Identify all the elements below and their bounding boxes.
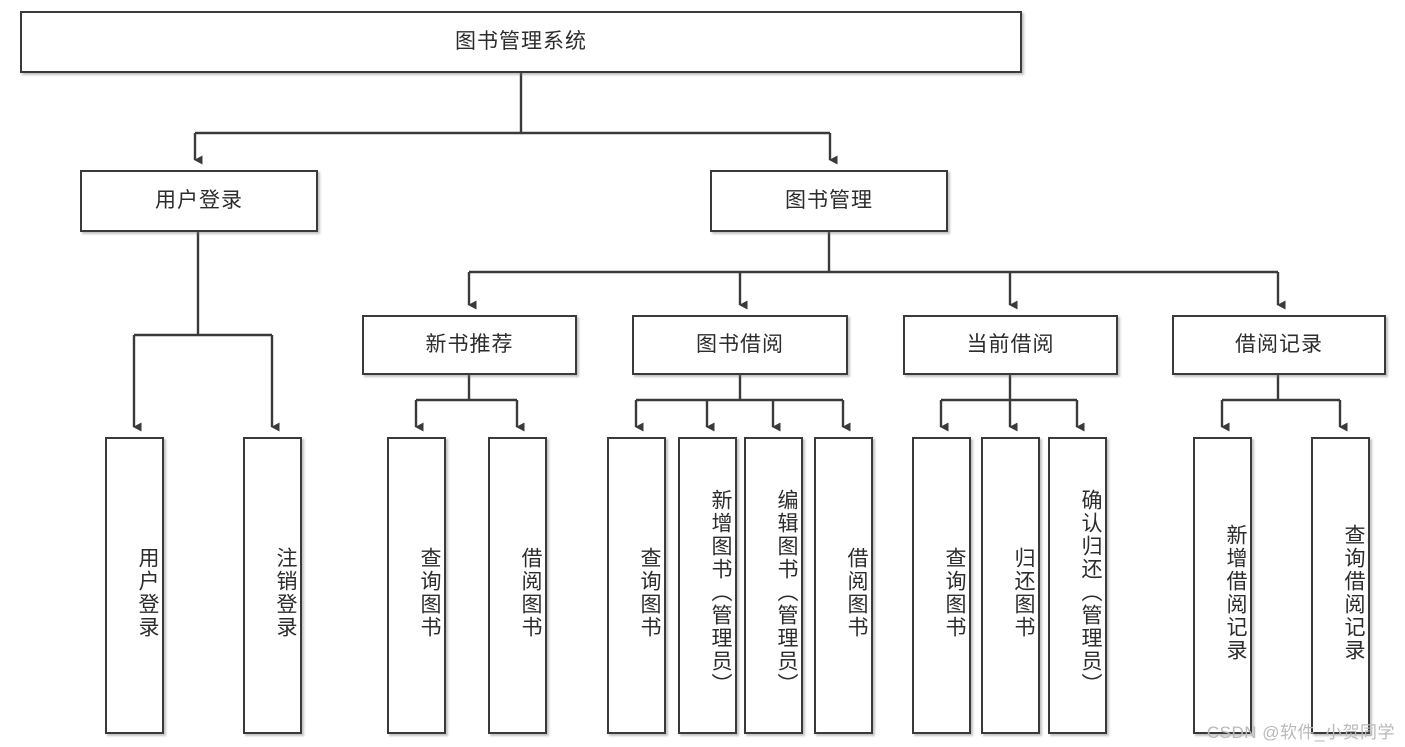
leaf-label: 借阅图书 xyxy=(845,546,868,639)
leaf-label: 归还图书 xyxy=(1012,546,1035,639)
leaf-confirm-return[interactable]: 确认归还（管理员） xyxy=(1048,437,1107,734)
node-new-book-recommend[interactable]: 新书推荐 xyxy=(362,315,577,375)
leaf-borrow-book-recommend[interactable]: 借阅图书 xyxy=(488,437,547,734)
leaf-borrow-book[interactable]: 借阅图书 xyxy=(814,437,873,734)
node-current-borrow[interactable]: 当前借阅 xyxy=(903,315,1118,375)
leaf-label: 新增借阅记录 xyxy=(1224,523,1247,662)
leaf-query-book-recommend[interactable]: 查询图书 xyxy=(387,437,446,734)
leaf-label: 查询图书 xyxy=(418,546,441,639)
leaf-label: 借阅图书 xyxy=(519,546,542,639)
node-borrow-record[interactable]: 借阅记录 xyxy=(1172,315,1386,375)
leaf-query-book-current[interactable]: 查询图书 xyxy=(912,437,971,734)
leaf-logout[interactable]: 注销登录 xyxy=(243,437,302,734)
leaf-label: 查询图书 xyxy=(943,546,966,639)
leaf-add-borrow-record[interactable]: 新增借阅记录 xyxy=(1193,437,1252,734)
leaf-label: 新增图书（管理员） xyxy=(709,489,732,696)
node-book-borrow[interactable]: 图书借阅 xyxy=(632,315,848,375)
leaf-label: 注销登录 xyxy=(274,546,297,639)
leaf-query-book-borrow[interactable]: 查询图书 xyxy=(607,437,666,734)
node-user-login[interactable]: 用户登录 xyxy=(80,170,318,232)
leaf-add-book[interactable]: 新增图书（管理员） xyxy=(678,437,737,734)
leaf-return-book[interactable]: 归还图书 xyxy=(981,437,1040,734)
node-book-management[interactable]: 图书管理 xyxy=(710,170,948,232)
leaf-label: 用户登录 xyxy=(136,546,159,639)
leaf-query-borrow-record[interactable]: 查询借阅记录 xyxy=(1311,437,1370,734)
leaf-label: 查询借阅记录 xyxy=(1342,523,1365,662)
leaf-label: 编辑图书（管理员） xyxy=(775,489,798,696)
leaf-edit-book[interactable]: 编辑图书（管理员） xyxy=(744,437,803,734)
leaf-label: 确认归还（管理员） xyxy=(1079,489,1102,696)
node-root-system[interactable]: 图书管理系统 xyxy=(20,11,1022,73)
leaf-label: 查询图书 xyxy=(638,546,661,639)
leaf-user-login[interactable]: 用户登录 xyxy=(105,437,164,734)
csdn-watermark: CSDN @软件_小贺同学 xyxy=(1206,723,1395,742)
